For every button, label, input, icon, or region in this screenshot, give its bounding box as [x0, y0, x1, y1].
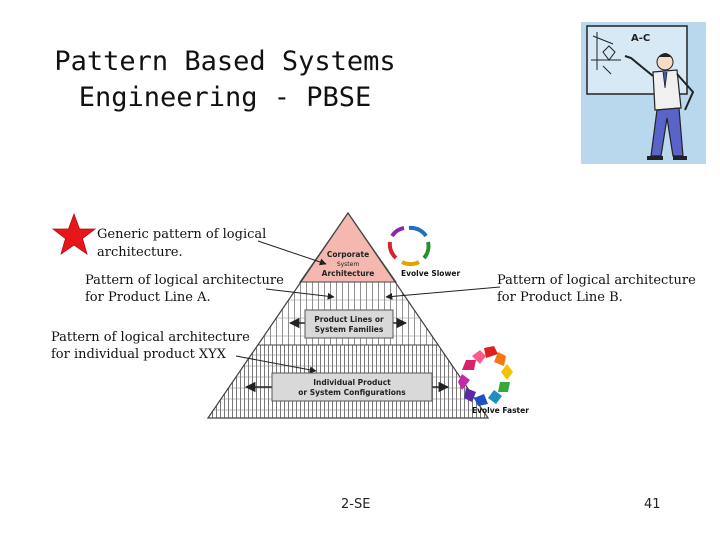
arrow-individual-product	[235, 355, 317, 374]
product-line-b-label-1: Pattern of logical architecture	[497, 273, 696, 288]
apex-label-line-2: System	[337, 261, 360, 268]
presenter-at-whiteboard-icon: A-C	[581, 22, 706, 164]
slide-title: Pattern Based Systems Engineering - PBSE	[40, 44, 410, 116]
evolve-faster-label: Evolve Faster	[472, 406, 529, 415]
footer-text: 2-SE	[341, 497, 371, 512]
generic-pattern-label-2: architecture.	[97, 245, 183, 260]
generic-pattern-label-1: Generic pattern of logical	[97, 227, 266, 242]
product-lines-label-1: Product Lines or	[314, 315, 384, 324]
arrow-generic-to-apex	[257, 240, 327, 266]
slide-title-line-2: Engineering - PBSE	[78, 82, 372, 113]
individual-product-pattern-label-2: for individual product XYX	[51, 347, 227, 362]
individual-product-label-1: Individual Product	[313, 378, 391, 387]
arrow-product-line-b	[385, 286, 501, 300]
evolve-slower-cycle-icon	[387, 225, 431, 267]
product-line-a-label-2: for Product Line A.	[85, 290, 211, 305]
product-line-b-label-2: for Product Line B.	[497, 290, 623, 305]
slide-title-line-1: Pattern Based Systems	[54, 46, 396, 77]
clipart-board-text: A-C	[631, 33, 650, 44]
page-number: 41	[644, 497, 661, 512]
red-star-icon	[51, 212, 97, 255]
arrow-product-line-a	[265, 288, 335, 300]
product-lines-bar: Product Lines or System Families	[288, 309, 408, 339]
individual-product-bar: Individual Product or System Configurati…	[244, 372, 450, 402]
evolve-faster-cycle-icon	[458, 346, 513, 406]
product-lines-label-2: System Families	[315, 325, 384, 334]
product-line-a-label-1: Pattern of logical architecture	[85, 273, 284, 288]
apex-label-line-1: Corporate	[327, 250, 369, 259]
individual-product-pattern-label-1: Pattern of logical architecture	[51, 330, 250, 345]
individual-product-label-2: or System Configurations	[298, 388, 406, 397]
evolve-slower-label: Evolve Slower	[401, 269, 460, 278]
apex-label-line-3: Architecture	[322, 269, 375, 278]
